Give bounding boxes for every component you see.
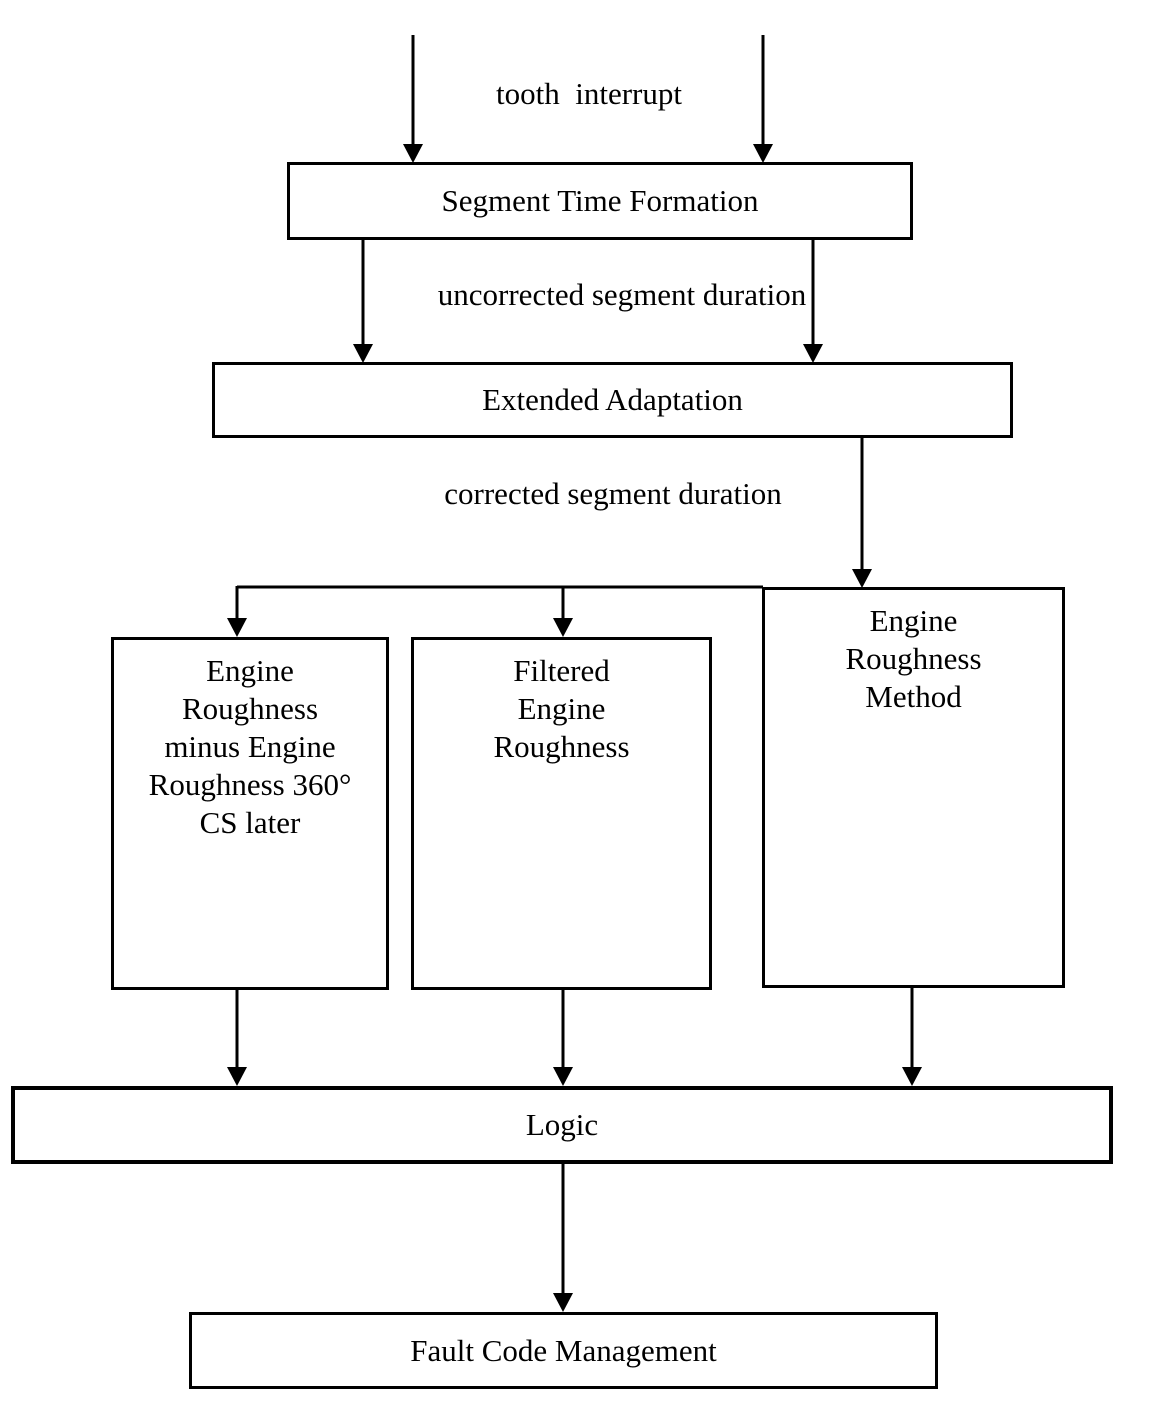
arrow-method-to-logic (902, 988, 922, 1086)
arrow-roughness-minus-to-logic (227, 990, 247, 1086)
node-filtered-engine-roughness: Filtered Engine Roughness (411, 637, 712, 990)
arrow-logic-to-fault-code (553, 1164, 573, 1312)
arrow-branch-to-roughness-minus (227, 586, 247, 637)
node-fault-code-management-label: Fault Code Management (410, 1332, 717, 1368)
node-engine-roughness-minus: Engine Roughness minus Engine Roughness … (111, 637, 389, 990)
node-segment-time-formation: Segment Time Formation (287, 162, 913, 240)
label-corrected-segment-duration: corrected segment duration (444, 476, 782, 511)
node-engine-roughness-minus-label: Engine Roughness minus Engine Roughness … (148, 653, 352, 840)
label-uncorrected-segment-duration: uncorrected segment duration (437, 277, 807, 312)
node-fault-code-management: Fault Code Management (189, 1312, 938, 1389)
arrow-corrected-duration (852, 438, 872, 588)
node-segment-time-formation-label: Segment Time Formation (441, 183, 759, 218)
arrow-branch-to-filtered (553, 586, 573, 637)
arrow-uncorrected-left (353, 240, 373, 363)
node-engine-roughness-method-label: Engine Roughness Method (845, 603, 982, 714)
node-engine-roughness-method: Engine Roughness Method (762, 587, 1065, 988)
node-extended-adaptation: Extended Adaptation (212, 362, 1013, 438)
arrow-filtered-to-logic (553, 990, 573, 1086)
label-tooth-interrupt: tooth interrupt (496, 76, 682, 111)
node-extended-adaptation-label: Extended Adaptation (482, 382, 743, 417)
node-filtered-engine-roughness-label: Filtered Engine Roughness (493, 653, 630, 764)
node-logic: Logic (11, 1086, 1113, 1164)
node-logic-label: Logic (525, 1107, 599, 1142)
